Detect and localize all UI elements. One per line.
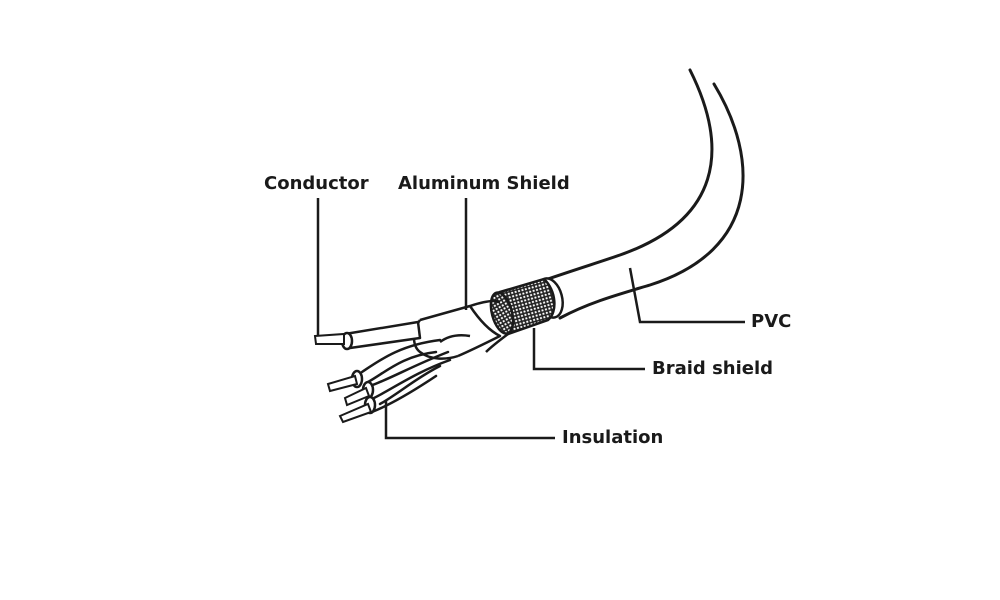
label-insulation: Insulation	[562, 427, 664, 448]
leader-lines	[316, 198, 745, 440]
leader-insulation	[384, 400, 555, 440]
leader-pvc	[628, 267, 745, 324]
label-pvc: PVC	[751, 311, 792, 332]
braid-shield	[485, 277, 556, 353]
leader-braid	[532, 328, 645, 371]
bare-conductors	[313, 332, 373, 424]
label-aluminum-shield: Aluminum Shield	[398, 173, 570, 194]
label-braid-shield: Braid shield	[652, 358, 774, 379]
pvc-jacket	[543, 68, 745, 320]
label-conductor: Conductor	[264, 173, 369, 194]
